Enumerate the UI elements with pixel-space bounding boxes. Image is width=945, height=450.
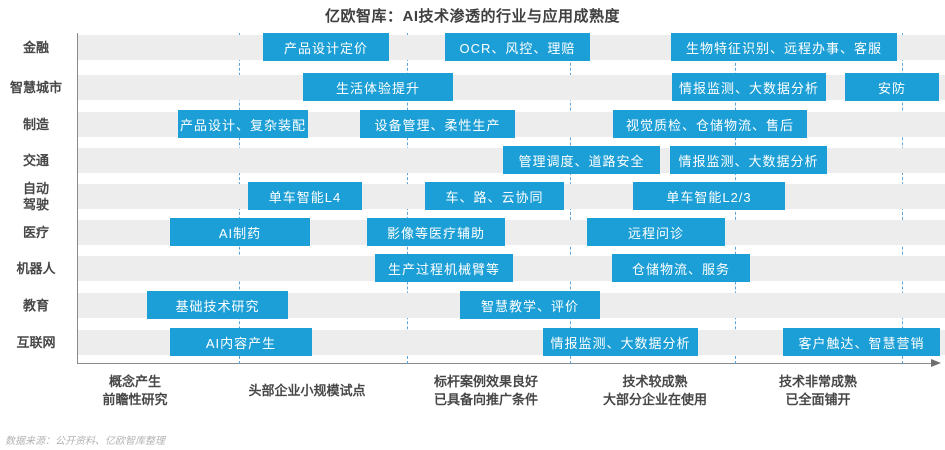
maturity-bar: AI内容产生 <box>170 328 312 356</box>
maturity-bar: 影像等医疗辅助 <box>367 218 505 246</box>
maturity-bar: 车、路、云协同 <box>425 182 564 210</box>
maturity-bar: 基础技术研究 <box>147 291 288 319</box>
maturity-bar: OCR、风控、理赔 <box>445 33 590 61</box>
industry-label: 自动 驾驶 <box>22 180 49 212</box>
maturity-bar: 安防 <box>845 73 939 101</box>
maturity-bar: 情报监测、大数据分析 <box>670 146 827 174</box>
stage-label-4: 技术较成熟 大部分企业在使用 <box>602 373 708 407</box>
industry-label: 制造 <box>22 116 49 132</box>
maturity-bar: 管理调度、道路安全 <box>503 146 660 174</box>
industry-label: 教育 <box>22 297 49 313</box>
industry-label: 机器人 <box>16 260 56 276</box>
maturity-bar: 生产过程机械臂等 <box>375 254 513 282</box>
y-axis-line <box>77 33 78 364</box>
maturity-bar: 生物特征识别、远程办事、客服 <box>671 33 897 61</box>
industry-label: 智慧城市 <box>9 79 62 95</box>
maturity-bar: 产品设计定价 <box>263 33 389 61</box>
maturity-bar: 产品设计、复杂装配 <box>178 110 308 138</box>
maturity-bar: 单车智能L2/3 <box>633 182 785 210</box>
maturity-bar: 视觉质检、仓储物流、售后 <box>613 110 807 138</box>
industry-label: 医疗 <box>22 224 49 240</box>
maturity-bar: 情报监测、大数据分析 <box>672 73 826 101</box>
stage-label-3: 标杆案例效果良好 已具备向推广条件 <box>433 373 539 407</box>
maturity-bar: 远程问诊 <box>587 218 725 246</box>
maturity-bar: 情报监测、大数据分析 <box>543 328 698 356</box>
stage-label-5: 技术非常成熟 已全面铺开 <box>778 373 858 407</box>
x-axis-arrow-icon <box>931 359 941 367</box>
maturity-bar: 生活体验提升 <box>303 73 453 101</box>
maturity-bar: 智慧教学、评价 <box>460 291 600 319</box>
industry-label: 金融 <box>22 39 49 55</box>
industry-label: 交通 <box>22 152 49 168</box>
maturity-bar: 仓储物流、服务 <box>612 254 750 282</box>
x-axis-line <box>77 363 933 364</box>
industry-label: 互联网 <box>16 334 56 350</box>
maturity-bar: AI制药 <box>170 218 310 246</box>
chart-title: 亿欧智库：AI技术渗透的行业与应用成熟度 <box>324 8 620 25</box>
maturity-bar: 设备管理、柔性生产 <box>360 110 515 138</box>
maturity-bar: 客户触达、智慧营销 <box>783 328 940 356</box>
maturity-bar: 单车智能L4 <box>248 182 362 210</box>
stage-label-1: 概念产生 前瞻性研究 <box>102 373 168 407</box>
data-source-note: 数据来源：公开资料、亿欧智库整理 <box>5 436 165 447</box>
stage-label-2: 头部企业小规模试点 <box>248 382 366 398</box>
